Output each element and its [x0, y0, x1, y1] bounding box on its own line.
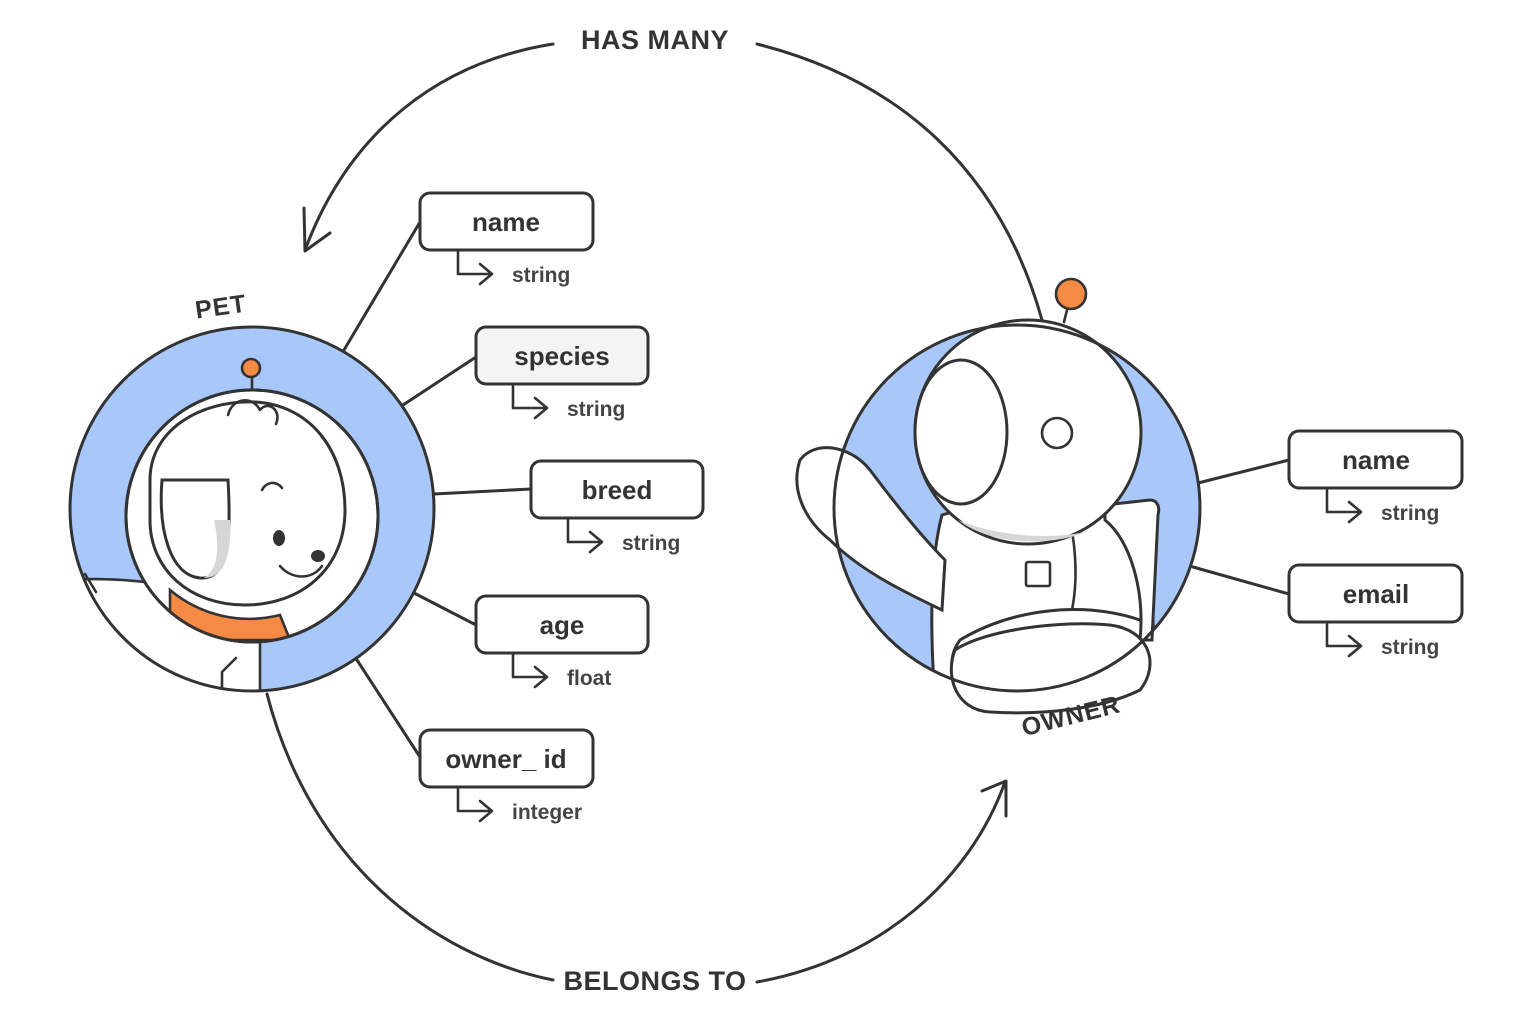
pet-field-species: species string	[474, 325, 650, 421]
pet-field-breed-label: breed	[582, 475, 653, 505]
pet-field-age: age float	[474, 594, 650, 690]
owner-field-email-type: string	[1381, 636, 1439, 659]
owner-field-name-type: string	[1381, 502, 1439, 525]
pet-field-owner-id: owner_ id integer	[418, 728, 595, 824]
pet-field-breed-type: string	[622, 532, 680, 555]
pet-field-name: name string	[418, 191, 595, 287]
owner-avatar	[795, 277, 1202, 715]
has-many-label: HAS MANY	[581, 25, 729, 55]
pet-field-name-label: name	[472, 207, 540, 237]
pet-field-species-label: species	[514, 341, 609, 371]
owner-connectors	[1191, 458, 1291, 596]
has-many-arrow	[302, 42, 1044, 322]
pet-field-breed: breed string	[529, 459, 705, 555]
pet-field-owner-id-label: owner_ id	[445, 744, 566, 774]
belongs-to-label: BELONGS TO	[563, 966, 746, 996]
pet-label: PET	[193, 290, 248, 325]
belongs-to-arrow	[265, 692, 1008, 984]
owner-field-email-label: email	[1343, 579, 1410, 609]
owner-field-name-label: name	[1342, 445, 1410, 475]
owner-field-email: email string	[1287, 563, 1464, 659]
pet-field-name-type: string	[512, 264, 570, 287]
pet-connectors	[342, 220, 533, 759]
pet-field-age-label: age	[540, 610, 585, 640]
owner-field-name: name string	[1287, 429, 1464, 525]
pet-field-owner-id-type: integer	[512, 801, 582, 824]
pet-field-age-type: float	[567, 667, 611, 690]
pet-avatar	[68, 325, 436, 693]
pet-field-species-type: string	[567, 398, 625, 421]
